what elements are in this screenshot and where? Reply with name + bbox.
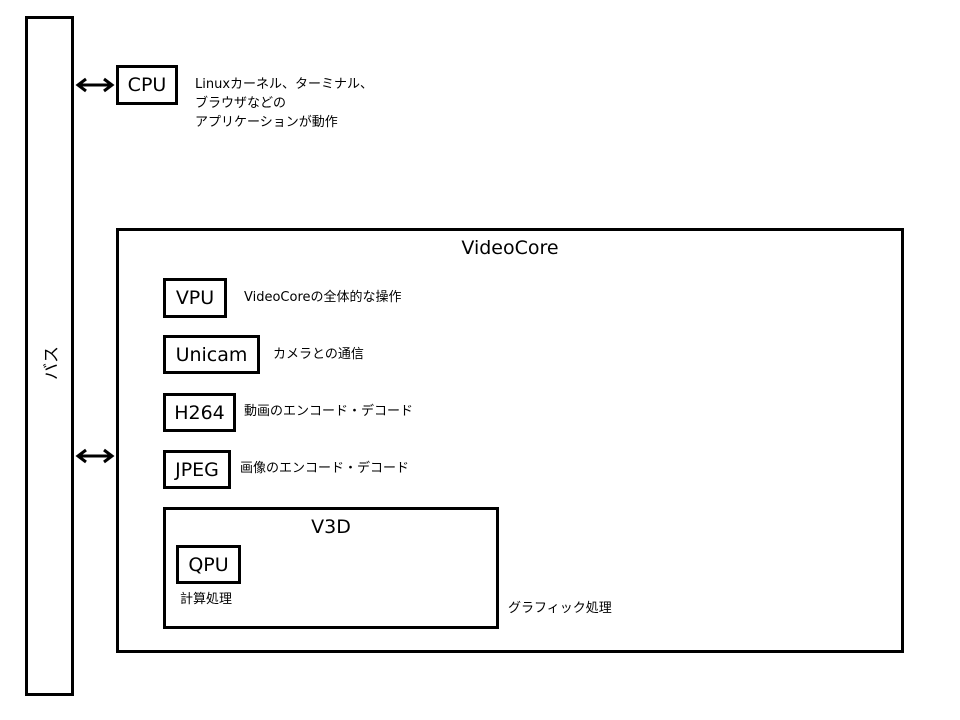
v3d-description: グラフィック処理 [508,601,612,616]
videocore-title: VideoCore [461,237,559,259]
videocore-bus-arrow-icon [75,448,115,464]
cpu-description: Linuxカーネル、ターミナル、ブラウザなどのアプリケーションが動作 [195,77,374,130]
unicam-block: Unicam [163,335,260,374]
cpu-block: CPU [116,65,178,105]
bus-block [25,16,74,696]
h264-description: 動画のエンコード・デコード [244,404,414,419]
v3d-title: V3D [311,516,351,538]
unicam-description: カメラとの通信 [273,347,364,362]
qpu-block: QPU [176,545,241,584]
jpeg-block: JPEG [163,450,231,489]
bus-label: バス [41,346,62,380]
h264-block: H264 [163,393,236,432]
qpu-description: 計算処理 [180,592,233,607]
vpu-block: VPU [163,278,227,318]
cpu-bus-arrow-icon [75,77,115,93]
jpeg-description: 画像のエンコード・デコード [240,461,410,476]
vpu-description: VideoCoreの全体的な操作 [244,290,402,305]
